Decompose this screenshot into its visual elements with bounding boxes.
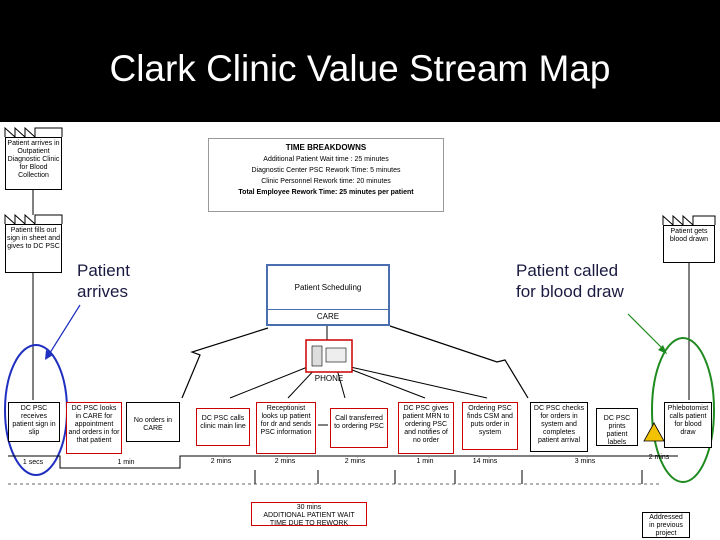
time-breakdowns-heading: TIME BREAKDOWNS <box>285 143 367 152</box>
additional-wait-box: 30 mins ADDITIONAL PATIENT WAIT TIME DUE… <box>251 502 367 527</box>
timeline-time: 14 mins <box>472 458 498 465</box>
phone-label: PHONE <box>314 374 344 383</box>
scheduling-system: CARE <box>268 309 388 324</box>
process-box: Ordering PSC finds CSM and puts order in… <box>462 402 518 450</box>
page-title: Clark Clinic Value Stream Map <box>109 48 611 89</box>
timeline-time: 2 mins <box>344 458 366 465</box>
factory-roof <box>4 213 63 226</box>
timeline-time: 2 mins <box>210 458 232 465</box>
title-bar <box>0 0 720 122</box>
time-breakdown-line: Additional Patient Wait time : 25 minute… <box>263 156 389 163</box>
process-box: DC PSC checks for orders in system and c… <box>530 402 588 452</box>
callout-patient-arrives: Patient arrives <box>77 261 130 301</box>
time-breakdown-line: Diagnostic Center PSC Rework Time: 5 min… <box>251 167 401 174</box>
addressed-box: Addressed in previous project <box>642 512 690 538</box>
lightning-bolt <box>181 327 269 399</box>
time-breakdown-line: Clinic Personnel Rework time: 20 minutes <box>261 178 391 185</box>
process-box: Phlebotomist calls patient for blood dra… <box>664 402 712 448</box>
highlight-ellipse-green <box>651 337 715 483</box>
process-box: DC PSC receives patient sign in slip <box>8 402 60 442</box>
time-breakdown-total: Total Employee Rework Time: 25 minutes p… <box>238 189 414 196</box>
process-box: DC PSC prints patient labels <box>596 408 638 446</box>
lightning-bolt <box>389 325 529 399</box>
scheduling-title: Patient Scheduling <box>294 283 362 292</box>
time-breakdowns-box: TIME BREAKDOWNS Additional Patient Wait … <box>208 138 444 212</box>
callout-patient-called: Patient called for blood draw <box>516 261 624 301</box>
process-box: DC PSC calls clinic main line <box>196 408 250 446</box>
node-patient-blood-drawn: Patient gets blood drawn <box>663 225 715 263</box>
process-box: No orders in CARE <box>126 402 180 442</box>
timeline-time: 3 mins <box>574 458 596 465</box>
node-patient-arrives-outpatient: Patient arrives in Outpatient Diagnostic… <box>5 137 62 190</box>
timeline-time: 2 mins <box>648 454 670 461</box>
timeline-line <box>8 455 678 469</box>
patient-scheduling-box: Patient Scheduling CARE <box>266 264 390 326</box>
callout-arrow <box>47 304 81 357</box>
callout-arrow <box>627 313 665 351</box>
factory-roof <box>4 126 63 139</box>
process-box: Receptionist looks up patient for dr and… <box>256 402 316 454</box>
process-box: DC PSC looks in CARE for appointment and… <box>66 402 122 454</box>
process-box: DC PSC gives patient MRN to ordering PSC… <box>398 402 454 454</box>
factory-roof <box>662 214 716 227</box>
process-box: Call transferred to ordering PSC <box>330 408 388 448</box>
timeline-time: 1 secs <box>22 459 44 466</box>
timeline-time: 1 min <box>416 458 434 465</box>
node-patient-fills-sheet: Patient fills out sign in sheet and give… <box>5 224 62 273</box>
timeline-time: 2 mins <box>274 458 296 465</box>
warning-icon <box>643 422 665 442</box>
timeline-time: 1 min <box>117 459 135 466</box>
